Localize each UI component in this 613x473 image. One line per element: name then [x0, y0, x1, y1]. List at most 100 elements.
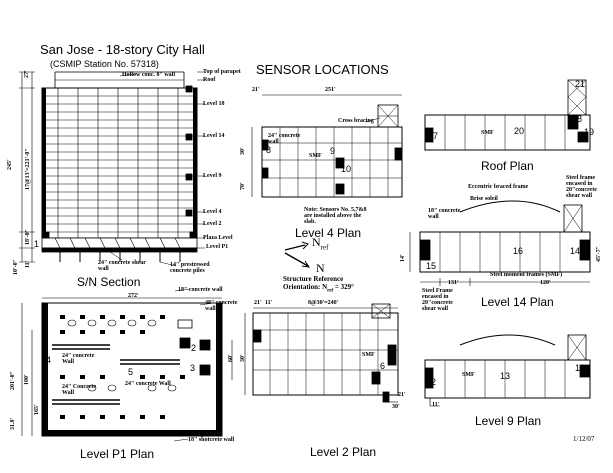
l2-dim-11: 11' [265, 300, 273, 306]
l14-dim-131: 131' [448, 280, 459, 286]
p1-dim-left: 100' [24, 374, 30, 385]
label-plaza: Plaza Level [203, 235, 233, 241]
level-4-title: Level 4 Plan [295, 226, 362, 240]
sensor-9: 9 [330, 146, 336, 156]
l2-bot30: 30' [392, 404, 400, 410]
l9-dim-11: 11' [432, 402, 440, 408]
sensor-16: 16 [513, 246, 524, 256]
level-p1-title: Level P1 Plan [80, 447, 155, 461]
l4-smf: SMF [309, 153, 322, 159]
sensor-2: 2 [191, 343, 197, 353]
dim-top: 27' [24, 70, 30, 78]
p1-wall24c: 24" concrete Wall [125, 381, 171, 387]
p1-width: 272' [128, 293, 139, 299]
l14-brise: Brise soleil [470, 196, 498, 202]
l2-side: 30' [240, 354, 246, 362]
label-level-4: Level 4 [203, 209, 222, 215]
p1-wall24a: 24" concrete Wall [62, 353, 95, 365]
sensor-3: 3 [190, 363, 196, 373]
l14-steel-frame: Steel frame encased in 20"concrete shear… [566, 175, 597, 199]
p1-wall48: 48" concrete wall [205, 300, 238, 312]
orientation-text2: Orientation: Nref = 329° [283, 283, 354, 294]
l14-steel-frame2: Steel Frame encased in 20"concrete shear… [422, 288, 453, 312]
dim-lower: 18'-0" [25, 229, 31, 245]
level-14-title: Level 14 Plan [481, 295, 554, 309]
label-concrete-shear-wall: 24" concrete shear wall [98, 260, 146, 272]
sn-section-title: S/N Section [77, 275, 141, 289]
l4-dim-70: 70' [240, 182, 246, 190]
dim-base: 11' [25, 260, 31, 268]
l4-cross: Cross bracing [338, 118, 374, 124]
level-p1-drawing [21, 288, 233, 442]
level-9-drawing [424, 334, 591, 407]
p1-dim-bot: 31.8' [10, 417, 16, 430]
dim-bottom: 10'-0" [13, 259, 19, 275]
label-level-18: Level 18 [203, 101, 225, 107]
sensor-17: 17 [428, 131, 439, 141]
sensor-21: 21 [575, 79, 586, 89]
label-level-9: Level 9 [203, 173, 222, 179]
sensor-19: 19 [584, 127, 595, 137]
p1-wall24b: 24" Concrete Wall [62, 384, 97, 396]
dim-mid: 17@13'=221'-0" [25, 148, 31, 190]
sensor-8: 8 [266, 145, 272, 155]
sensor-13: 13 [500, 371, 511, 381]
sensor-6: 6 [380, 361, 386, 371]
sensor-18: 18 [572, 114, 583, 124]
label-top-parapet: Top of parapet [203, 69, 241, 75]
drawing-date: 1/12/07 [573, 435, 595, 443]
n-label: N [316, 261, 325, 275]
l9-smf: SMF [462, 372, 475, 378]
level-2-drawing [244, 303, 399, 403]
p1-dim-right: 60' [228, 354, 234, 362]
sensor-10: 10 [341, 164, 352, 174]
l14-steel-moment: Steel moment frames (SMF) [490, 272, 563, 278]
label-level-14: Level 14 [203, 133, 225, 139]
p1-shotcrete: 18" shotcrete wall [188, 437, 235, 443]
l4-left: 21' [252, 87, 260, 93]
roof-drawing [424, 79, 591, 151]
label-level-2: Level 2 [203, 221, 222, 227]
l14-dim-45: 45'-7" [596, 246, 602, 262]
l4-dim-30: 30' [240, 147, 246, 155]
l4-width: 251' [325, 87, 336, 93]
orientation-text1: Structure Reference [283, 275, 344, 283]
l4-note: Note: Sensors No. 5,7&8 are installed ab… [304, 207, 367, 225]
l4-wall: 24" concrete wall [268, 133, 301, 145]
sensor-4: 4 [46, 355, 52, 365]
dim-total: 245' [7, 159, 13, 170]
sensor-7: 7 [398, 149, 404, 159]
sensor-14: 14 [570, 246, 581, 256]
level-14-drawing [409, 200, 591, 286]
l2-dim-21: 21' [254, 300, 262, 306]
level-9-title: Level 9 Plan [475, 414, 542, 428]
l14-dim-120: 120' [540, 280, 551, 286]
page-title: San Jose - 18-story City Hall [40, 42, 205, 57]
p1-dim-mid: 165' [34, 404, 40, 415]
label-hollow-wall: Hollow conc. 8" wall [122, 72, 175, 78]
l14-wall18: 18" concrete wall [428, 208, 461, 220]
sensor-5: 5 [128, 367, 134, 377]
station-number: (CSMIP Station No. 57318) [50, 59, 159, 69]
l2-smf: SMF [362, 352, 375, 358]
label-piles: 14" prestressed concrete piles [170, 262, 210, 274]
sensor-15: 15 [426, 261, 437, 271]
p1-depth: 201'-0" [10, 371, 16, 390]
level-4-drawing [251, 94, 403, 198]
p1-wall18: 18" concrete wall [178, 287, 223, 293]
roof-title: Roof Plan [481, 159, 534, 173]
label-roof: Roof [203, 77, 216, 83]
sn-section-drawing [19, 71, 205, 267]
l14-dim-14: 14' [400, 254, 406, 262]
level-2-title: Level 2 Plan [310, 445, 377, 459]
nref-label: Nref [312, 235, 329, 252]
sensor-11: 11 [575, 363, 585, 373]
sensor-20: 20 [514, 126, 525, 136]
roof-smf: SMF [481, 130, 494, 136]
l2-top-dim: 8@30'=240' [308, 300, 339, 306]
label-p1: Level P1 [206, 244, 229, 250]
orientation-arrows [284, 241, 311, 268]
sensor-heading: SENSOR LOCATIONS [256, 62, 389, 77]
sensor-1: 1 [34, 239, 40, 249]
